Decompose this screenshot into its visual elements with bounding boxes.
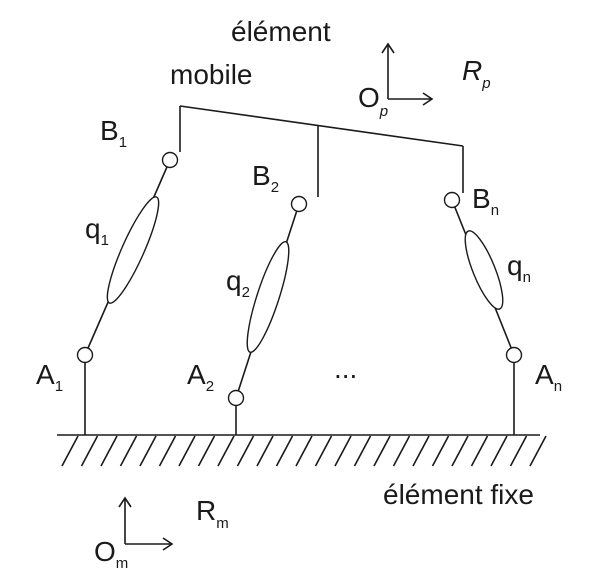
frame-om-axes (118, 496, 174, 551)
hatch-mark (295, 435, 313, 467)
label-q2: q2 (226, 265, 250, 301)
leg-2 (227, 195, 308, 435)
hatch-mark (373, 435, 391, 467)
hatch-mark (236, 435, 255, 467)
frame-op-axes (381, 42, 434, 106)
op-arrow-up-head (381, 42, 395, 54)
hatch-mark (334, 435, 352, 467)
label-a2: A2 (187, 359, 214, 395)
label-b1: B1 (100, 115, 127, 151)
label-rm: Rm (196, 495, 229, 532)
hatch-mark (412, 435, 430, 467)
label-qn: qn (507, 250, 531, 286)
label-ellipsis: ... (334, 353, 357, 384)
hatch-mark (353, 435, 372, 467)
label-a1: A1 (36, 359, 63, 395)
label-op: Op (358, 82, 388, 120)
ground-hatching (61, 435, 547, 467)
label-bn: Bn (472, 183, 499, 219)
hatch-mark (256, 435, 274, 467)
label-b2: B2 (252, 160, 279, 196)
label-rp: Rp (462, 55, 491, 92)
mobile-platform (179, 105, 464, 197)
label-mobile-line2: mobile (170, 59, 252, 90)
leg-1-actuator (106, 196, 160, 304)
label-fixed: élément fixe (383, 479, 534, 510)
hatch-mark (217, 435, 235, 467)
hatch-mark (139, 435, 157, 467)
joint-an (505, 346, 523, 364)
hatch-mark (100, 435, 118, 467)
hatch-mark (158, 435, 177, 467)
hatch-mark (119, 435, 138, 467)
op-arrow-right-head (422, 92, 434, 106)
hatch-mark (392, 435, 411, 467)
hatch-mark (178, 435, 196, 467)
hatch-mark (529, 435, 547, 467)
leg-n-actuator (464, 230, 504, 310)
joint-b2 (290, 195, 308, 213)
label-om: Om (94, 536, 128, 572)
hatch-mark (80, 435, 99, 467)
label-q1: q1 (85, 213, 109, 249)
joint-b1 (161, 151, 179, 169)
hatch-mark (451, 435, 469, 467)
label-mobile-line1: élément (231, 16, 331, 47)
hatch-mark (431, 435, 450, 467)
label-an: An (535, 359, 562, 395)
platform-bar (179, 105, 464, 147)
om-arrow-right-head (162, 537, 174, 551)
joint-bn (443, 191, 461, 209)
leg-2-actuator (246, 241, 290, 353)
leg-1 (76, 151, 179, 435)
hatch-mark (490, 435, 508, 467)
joint-a2 (227, 389, 245, 407)
hatch-mark (197, 435, 216, 467)
leg-n (443, 191, 523, 435)
hatch-mark (314, 435, 333, 467)
hatch-mark (61, 435, 79, 467)
fixed-base (57, 434, 547, 467)
om-arrow-up-head (118, 496, 132, 508)
hatch-mark (470, 435, 489, 467)
joint-a1 (76, 346, 94, 364)
hatch-mark (509, 435, 528, 467)
hatch-mark (275, 435, 294, 467)
